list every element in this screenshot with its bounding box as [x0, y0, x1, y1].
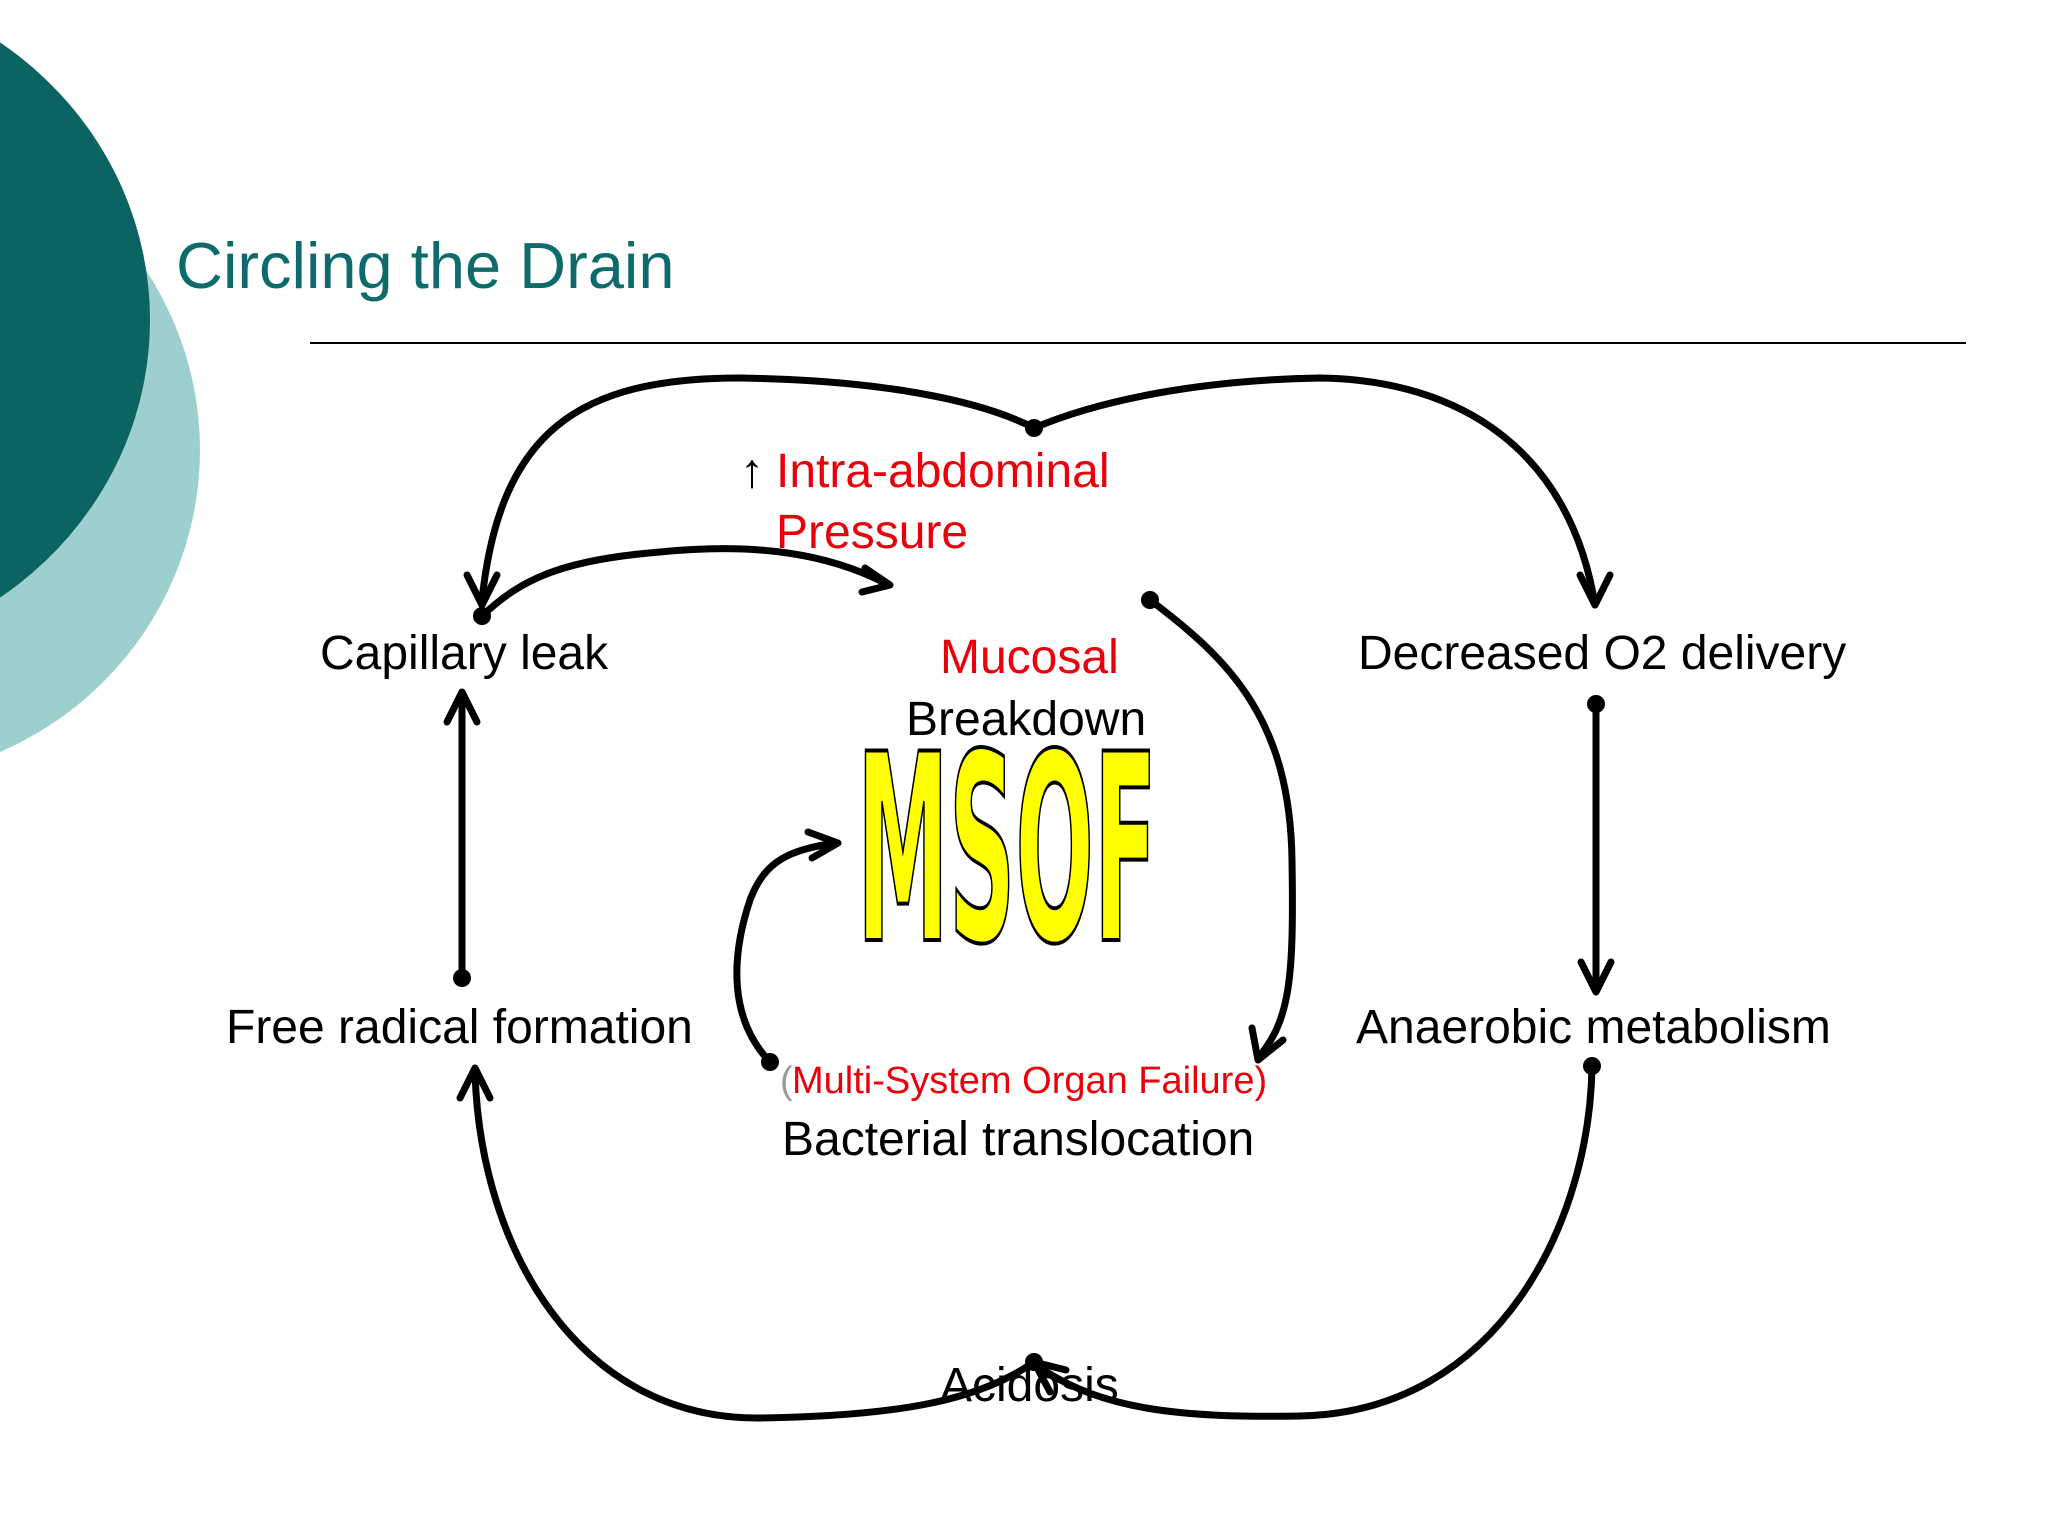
label-capillary-leak: Capillary leak: [320, 627, 609, 680]
arrow-capillary-to-pressure: [473, 545, 894, 625]
label-mucosal: Mucosal: [940, 631, 1119, 684]
label-pressure: Pressure: [776, 506, 969, 559]
title-divider: [310, 342, 1966, 344]
arrow-acidosis-to-free-radical: [456, 1064, 1043, 1422]
label-intra-abdominal: Intra-abdominal: [776, 445, 1110, 498]
msof-logo: MSOF: [855, 698, 1159, 1004]
label-breakdown: Breakdown: [906, 693, 1147, 746]
label-msof-paren: (: [780, 1060, 793, 1102]
arrow-free-radical-to-capillary: [443, 688, 481, 987]
up-arrow-icon: ↑: [740, 445, 764, 498]
msof-logo-text: MSOF: [857, 700, 1157, 1002]
arrow-top-to-o2: [1025, 374, 1614, 609]
label-acidosis: Acidosis: [940, 1359, 1119, 1412]
label-decreased-o2: Decreased O2 delivery: [1358, 627, 1847, 680]
arrow-bacterial-to-msof: [733, 828, 842, 1071]
label-free-radical: Free radical formation: [226, 1001, 693, 1054]
label-msof-full: Multi-System Organ Failure): [792, 1060, 1268, 1102]
arrow-top-to-capillary: [463, 374, 1038, 609]
slide-title: Circling the Drain: [176, 229, 675, 302]
arrow-anaerobic-to-acidosis: [1030, 1057, 1601, 1420]
label-anaerobic: Anaerobic metabolism: [1356, 1001, 1831, 1054]
arrow-o2-to-anaerobic: [1577, 695, 1615, 996]
arrow-mucosal-to-bacterial: [1141, 591, 1296, 1064]
label-bacterial: Bacterial translocation: [782, 1113, 1255, 1166]
